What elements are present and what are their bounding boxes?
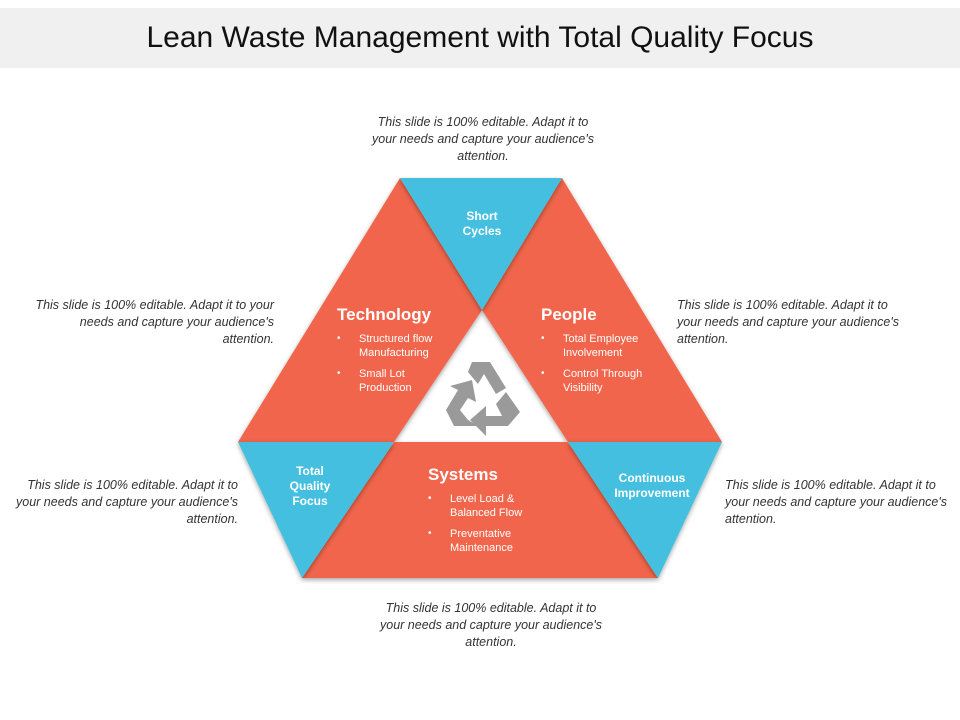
bullet-item: Structured flow Manufacturing: [337, 332, 457, 360]
corner-continuous-improvement-shape: [568, 442, 722, 578]
bullet-item: Preventative Maintenance: [428, 527, 548, 555]
note-right-lower: This slide is 100% editable. Adapt it to…: [725, 478, 947, 526]
technology-title: Technology: [337, 305, 432, 324]
corner-short-cycles-shape: [400, 178, 562, 310]
note-top: This slide is 100% editable. Adapt it to…: [372, 115, 594, 163]
recycle-icon: [446, 362, 520, 436]
technology-bullets: Structured flow Manufacturing Small Lot …: [337, 332, 457, 402]
corner-continuous-improvement-label: Continuous Improvement: [614, 471, 690, 500]
note-left-lower: This slide is 100% editable. Adapt it to…: [16, 478, 238, 526]
bullet-item: Total Employee Involvement: [541, 332, 671, 360]
bullet-item: Control Through Visibility: [541, 367, 671, 395]
systems-title: Systems: [428, 465, 498, 484]
people-title: People: [541, 305, 597, 324]
people-bullets: Total Employee Involvement Control Throu…: [541, 332, 671, 402]
bullet-item: Small Lot Production: [337, 367, 457, 395]
systems-bullets: Level Load & Balanced Flow Preventative …: [428, 492, 548, 562]
bullet-item: Level Load & Balanced Flow: [428, 492, 548, 520]
note-left-upper: This slide is 100% editable. Adapt it to…: [35, 298, 274, 346]
title-band: Lean Waste Management with Total Quality…: [0, 8, 960, 68]
slide-title: Lean Waste Management with Total Quality…: [146, 21, 814, 54]
corner-short-cycles-label: Short Cycles: [462, 209, 502, 238]
corner-total-quality-label: Total Quality Focus: [289, 464, 331, 508]
corner-total-quality-shape: [238, 442, 394, 578]
note-bottom: This slide is 100% editable. Adapt it to…: [380, 601, 602, 649]
note-right-upper: This slide is 100% editable. Adapt it to…: [677, 298, 899, 346]
